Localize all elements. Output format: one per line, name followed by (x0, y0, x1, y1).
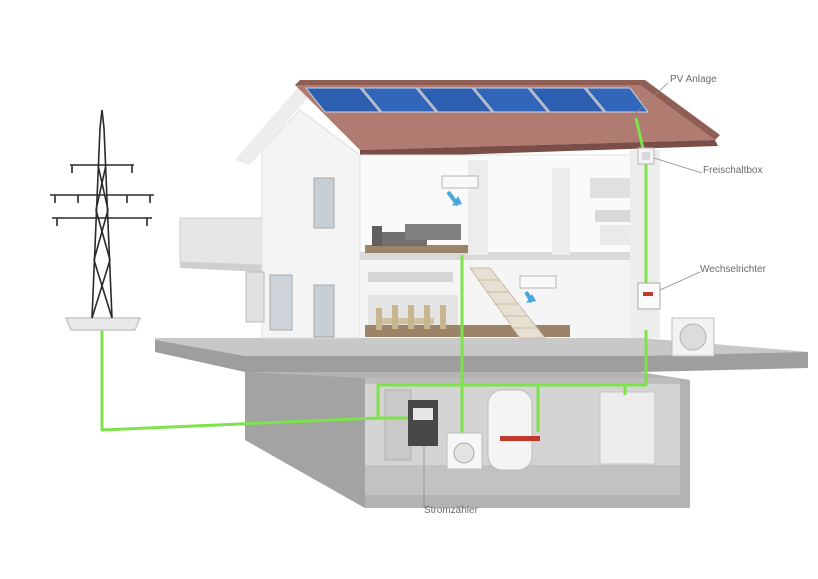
staircase-icon (469, 267, 547, 339)
solar-panel-icon (304, 87, 649, 113)
air-conditioner-icon (441, 175, 557, 304)
washing-machine-icon (446, 432, 483, 470)
label-stromzaehler: Stromzähler (424, 505, 478, 516)
house-left-facade (235, 85, 361, 339)
label-freischaltbox: Freischaltbox (703, 165, 763, 176)
freischaltbox-icon (637, 147, 655, 165)
heat-pump-icon (671, 317, 715, 357)
dining-table-icon (376, 305, 446, 330)
inverter-icon (637, 282, 661, 310)
label-pv-anlage: PV Anlage (670, 74, 717, 85)
power-pylon-icon (50, 109, 154, 331)
balcony (179, 217, 263, 272)
label-wechselrichter: Wechselrichter (700, 264, 766, 275)
callout-leaders (423, 82, 703, 508)
electricity-meter-icon (408, 400, 438, 446)
sofa-icon (372, 224, 461, 246)
boiler-icon (487, 389, 540, 471)
